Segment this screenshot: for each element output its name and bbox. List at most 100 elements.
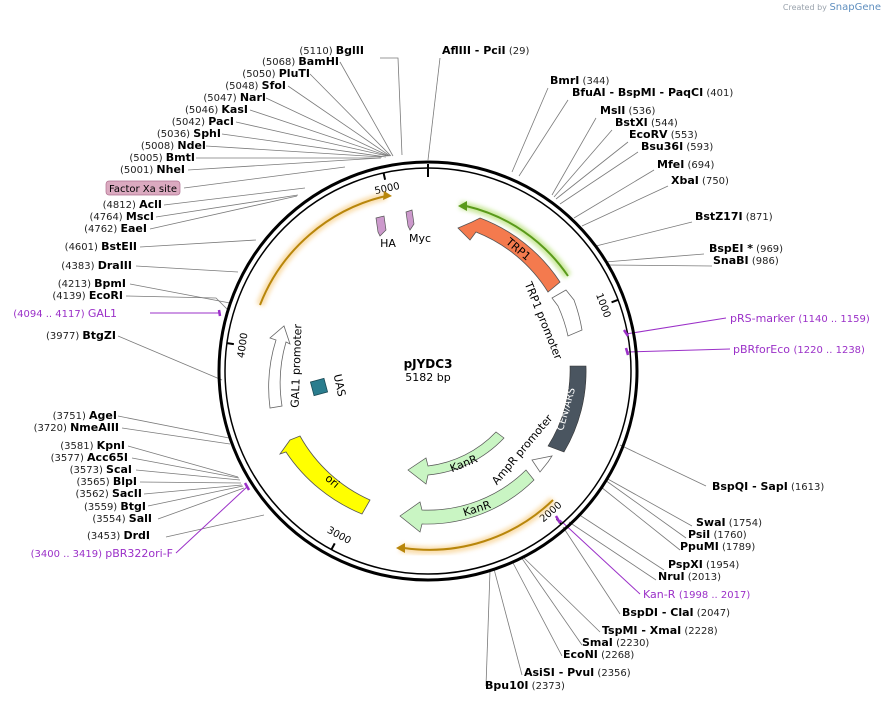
enzyme-psii-pos: (1760) [710, 530, 747, 541]
enzyme-btgi[interactable]: (3559) BtgI [84, 500, 146, 513]
enzyme-bspei[interactable]: BspEI * (969) [709, 242, 783, 255]
enzyme-bstxi[interactable]: BstXI (544) [615, 116, 678, 129]
enzyme-bsu36i[interactable]: Bsu36I (593) [641, 140, 713, 153]
enzyme-bstz17i[interactable]: BstZ17I (871) [695, 210, 773, 223]
primer-pbrforeco[interactable]: pBRforEco (1220 .. 1238) [733, 343, 865, 356]
enzyme-ecori[interactable]: (4139) EcoRI [52, 289, 123, 302]
primer-kan-r[interactable]: Kan-R (1998 .. 2017) [643, 588, 750, 601]
enzyme-kpni[interactable]: (3581) KpnI [60, 439, 125, 452]
glow-gal1 [256, 192, 387, 307]
enzyme-pluti[interactable]: (5050) PluTI [242, 67, 310, 80]
enzyme-bpu10i[interactable]: Bpu10I (2373) [485, 679, 565, 692]
enzyme-afliii-sep: - [471, 44, 483, 57]
factor-xa-badge[interactable] [105, 180, 181, 196]
primer-gal1[interactable]: (4094 .. 4117) GAL1 [13, 307, 117, 320]
ori-feature[interactable] [278, 435, 371, 515]
enzyme-swai[interactable]: SwaI (1754) [696, 516, 762, 529]
cenars-feature[interactable] [547, 365, 587, 453]
primer-prs-marker[interactable]: pRS-marker (1140 .. 1159) [730, 312, 870, 325]
enzyme-bpmi[interactable]: (4213) BpmI [58, 277, 126, 290]
leader-nhei [187, 157, 381, 171]
enzyme-ndei[interactable]: (5008) NdeI [141, 139, 206, 152]
enzyme-psii[interactable]: PsiI (1760) [688, 528, 747, 541]
enzyme-draiii[interactable]: (4383) DraIII [61, 259, 132, 272]
enzyme-kasi[interactable]: (5046) KasI [185, 103, 248, 116]
uas-feature[interactable] [309, 377, 329, 397]
enzyme-smai[interactable]: SmaI (2230) [582, 636, 649, 649]
enzyme-tspmi-sep: - [638, 624, 650, 637]
enzyme-bspqi-nm: BspQI [712, 480, 748, 493]
enzyme-blpi[interactable]: (3565) BlpI [76, 475, 137, 488]
kanr-feature-2[interactable] [399, 469, 535, 533]
enzyme-mfei[interactable]: MfeI (694) [657, 158, 714, 171]
enzyme-bmri[interactable]: BmrI (344) [550, 74, 610, 87]
myc-feature[interactable] [405, 209, 415, 231]
enzyme-snabi[interactable]: SnaBI (986) [713, 254, 779, 267]
leader-nari [265, 97, 390, 157]
enzyme-bsteii-pos: (4601) [65, 242, 101, 253]
trp1-feature[interactable] [457, 217, 561, 293]
enzyme-sfoi[interactable]: (5048) SfoI [225, 79, 286, 92]
kan-arc [403, 499, 554, 551]
enzyme-bspqi[interactable]: BspQI - SapI (1613) [712, 480, 824, 493]
leader-msli [551, 117, 597, 196]
enzyme-nmeaiii[interactable]: (3720) NmeAIII [34, 421, 119, 434]
enzyme-bmti[interactable]: (5005) BmtI [129, 151, 195, 164]
enzyme-agei[interactable]: (3751) AgeI [53, 409, 117, 422]
enzyme-bglii[interactable]: (5110) BglII [299, 44, 364, 57]
enzyme-btgzi-nm: BtgZI [82, 329, 116, 342]
kanr-feature-1[interactable] [407, 431, 505, 485]
ha-feature[interactable] [375, 215, 387, 237]
trp1-promoter-feature[interactable] [551, 289, 583, 337]
enzyme-msli[interactable]: MslI (536) [600, 104, 656, 117]
leader-snabi [605, 264, 713, 267]
enzyme-sphi-pos: (5036) [157, 129, 193, 140]
enzyme-eaei[interactable]: (4762) EaeI [84, 222, 147, 235]
enzyme-msci[interactable]: (4764) MscI [89, 210, 154, 223]
enzyme-acli-pos: (4812) [103, 200, 139, 211]
enzyme-eaei-nm: EaeI [121, 222, 148, 235]
enzyme-paci[interactable]: (5042) PacI [172, 115, 234, 128]
leader-agei [117, 415, 230, 439]
leader-psii [604, 479, 687, 539]
leader-btgi [147, 485, 244, 507]
enzyme-bsteii[interactable]: (4601) BstEII [65, 240, 137, 253]
enzyme-pspxi[interactable]: PspXI (1954) [668, 558, 739, 571]
enzyme-ppumi[interactable]: PpuMI (1789) [680, 540, 755, 553]
leader-mfei [573, 169, 655, 219]
enzyme-nrui[interactable]: NruI (2013) [658, 570, 721, 583]
enzyme-drdi[interactable]: (3453) DrdI [87, 529, 150, 542]
leader-bsu36i [559, 151, 639, 205]
mark-prs-marker [622, 329, 630, 337]
enzyme-asisi[interactable]: AsiSI - PvuI (2356) [524, 666, 631, 679]
enzyme-bglii-pos: (5110) [299, 46, 335, 57]
enzyme-acli[interactable]: (4812) AclI [103, 198, 162, 211]
enzyme-ecorv[interactable]: EcoRV (553) [629, 128, 698, 141]
enzyme-nhei[interactable]: (5001) NheI [120, 163, 185, 176]
enzyme-btgzi[interactable]: (3977) BtgZI [46, 329, 116, 342]
primer-pbr322ori-f[interactable]: (3400 .. 3419) pBR322ori-F [31, 547, 173, 560]
mark-kan-r [554, 515, 562, 524]
enzyme-xbai[interactable]: XbaI (750) [671, 174, 729, 187]
ampr-promoter-feature[interactable] [531, 455, 553, 473]
enzyme-ecori-nm: EcoRI [89, 289, 123, 302]
enzyme-tspmi[interactable]: TspMI - XmaI (2228) [602, 624, 718, 637]
enzyme-sphi[interactable]: (5036) SphI [157, 127, 221, 140]
enzyme-econi[interactable]: EcoNI (2268) [563, 648, 634, 661]
leader-bpmi [129, 283, 231, 304]
enzyme-bamhi[interactable]: (5068) BamHI [262, 55, 339, 68]
enzyme-nari[interactable]: (5047) NarI [203, 91, 266, 104]
enzyme-acc65i[interactable]: (3577) Acc65I [51, 451, 128, 464]
plasmid-length: 5182 bp [405, 371, 450, 384]
enzyme-sphi-nm: SphI [193, 127, 221, 140]
enzyme-bsu36i-nm: Bsu36I [641, 140, 683, 153]
gal1-promoter-feature[interactable] [268, 325, 291, 409]
enzyme-afliii-pos: (29) [506, 46, 530, 57]
leader-bstz17i [595, 221, 693, 247]
enzyme-scai[interactable]: (3573) ScaI [70, 463, 132, 476]
enzyme-sali[interactable]: (3554) SalI [92, 512, 152, 525]
enzyme-sacii[interactable]: (3562) SacII [76, 487, 143, 500]
enzyme-bspdi[interactable]: BspDI - ClaI (2047) [622, 606, 730, 619]
enzyme-afliii[interactable]: AflIII - PciI (29) [442, 44, 529, 57]
enzyme-bfuai[interactable]: BfuAI - BspMI - PaqCI (401) [572, 86, 733, 99]
